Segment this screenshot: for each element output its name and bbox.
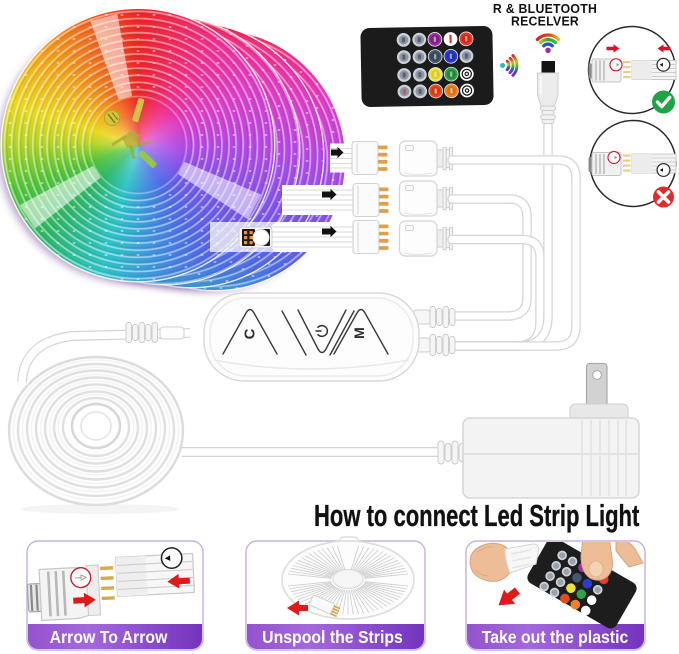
svg-text:M: M [351,327,367,339]
svg-text:Take out the plastic: Take out the plastic [482,627,629,647]
svg-text:Unspool the Strips: Unspool the Strips [262,627,403,647]
svg-text:Arrow To Arrow: Arrow To Arrow [50,627,169,647]
svg-text:C: C [242,328,259,339]
svg-text:RECELVER: RECELVER [511,13,579,29]
svg-text:R & BLUETOOTH: R & BLUETOOTH [493,1,597,17]
svg-text:How to connect Led Strip Light: How to connect Led Strip Light [314,498,639,532]
